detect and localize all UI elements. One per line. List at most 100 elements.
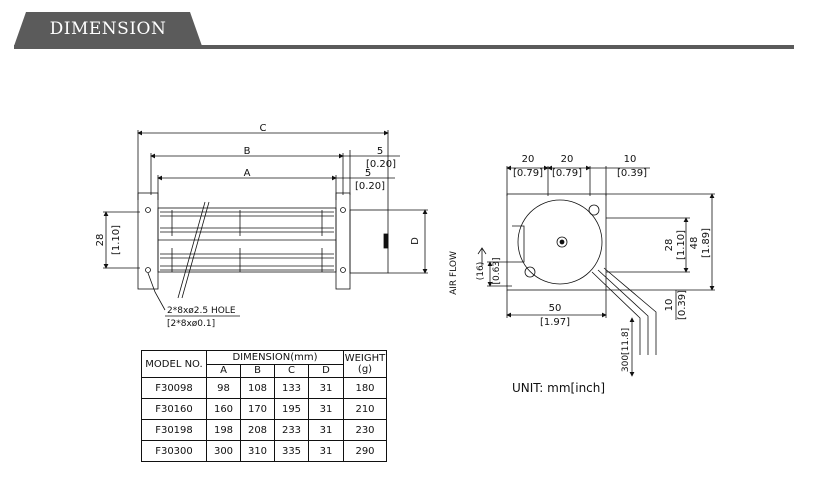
label-039-top: [0.39] bbox=[617, 168, 647, 179]
label-b: B bbox=[244, 146, 251, 157]
cell-b: 208 bbox=[240, 419, 275, 441]
label-079-mid: [0.79] bbox=[552, 168, 582, 179]
cell-model: F30160 bbox=[141, 398, 207, 420]
label-c: C bbox=[260, 123, 267, 134]
cell-a: 98 bbox=[206, 377, 241, 399]
motor-boss bbox=[512, 225, 525, 263]
cell-weight: 180 bbox=[343, 377, 387, 399]
cell-c: 335 bbox=[274, 440, 309, 462]
cell-c: 133 bbox=[274, 377, 309, 399]
cell-b: 170 bbox=[240, 398, 275, 420]
table-row: F30300 300 310 335 31 290 bbox=[141, 440, 387, 462]
mount-hole bbox=[145, 207, 151, 213]
mount-hole bbox=[145, 267, 151, 273]
table-subheader-b: B bbox=[240, 363, 275, 378]
table-header-weight: WEIGHT(g) bbox=[343, 350, 387, 378]
motor-cap bbox=[383, 233, 389, 249]
section-header-underline bbox=[14, 45, 794, 49]
motor-body bbox=[349, 209, 389, 274]
table-header-row: MODEL NO. DIMENSION(mm) WEIGHT(g) bbox=[141, 350, 387, 378]
label-28-end: 28 bbox=[664, 239, 675, 252]
label-079-left: [0.79] bbox=[513, 168, 543, 179]
label-hole-inch: [2*8xø0.1] bbox=[167, 319, 215, 329]
cell-model: F30198 bbox=[141, 419, 207, 441]
cell-b: 310 bbox=[240, 440, 275, 462]
cell-d: 31 bbox=[308, 440, 344, 462]
label-a: A bbox=[244, 168, 251, 179]
section-title: DIMENSION bbox=[49, 19, 167, 39]
end-screw-hole bbox=[588, 204, 600, 216]
table-subheader-d: D bbox=[308, 363, 344, 378]
label-110-end: [1.10] bbox=[676, 230, 687, 260]
cell-d: 31 bbox=[308, 419, 344, 441]
cell-model: F30098 bbox=[141, 377, 207, 399]
label-020-bottom: [0.20] bbox=[355, 181, 385, 192]
impeller-circle bbox=[517, 199, 603, 285]
label-hole: 2*8xø2.5 HOLE bbox=[167, 306, 236, 316]
section-mark bbox=[181, 201, 210, 299]
cell-b: 108 bbox=[240, 377, 275, 399]
label-10-top: 10 bbox=[624, 154, 637, 165]
cell-c: 195 bbox=[274, 398, 309, 420]
hole-leader bbox=[147, 272, 166, 311]
label-28: 28 bbox=[95, 234, 106, 247]
mount-hole bbox=[340, 267, 346, 273]
table-subheader-c: C bbox=[274, 363, 309, 378]
table-header-model: MODEL NO. bbox=[141, 350, 207, 378]
label-039-right: [0.39] bbox=[677, 290, 688, 320]
label-197: [1.97] bbox=[540, 317, 570, 328]
cell-a: 300 bbox=[206, 440, 241, 462]
table-row: F30160 160 170 195 31 210 bbox=[141, 398, 387, 420]
shaft-center bbox=[559, 239, 565, 245]
label-020-top: [0.20] bbox=[366, 159, 396, 170]
lead-wire bbox=[591, 271, 641, 355]
weight-header-unit: (g) bbox=[357, 364, 373, 375]
cell-c: 233 bbox=[274, 419, 309, 441]
label-d: D bbox=[410, 237, 421, 245]
label-110: [1.10] bbox=[111, 225, 122, 255]
label-48: 48 bbox=[689, 237, 700, 250]
label-20-left: 20 bbox=[522, 154, 535, 165]
table-subheader-a: A bbox=[206, 363, 241, 378]
cell-d: 31 bbox=[308, 398, 344, 420]
section-mark bbox=[177, 201, 206, 299]
dimension-table: MODEL NO. DIMENSION(mm) WEIGHT(g) A B C … bbox=[141, 350, 387, 462]
label-lead-300: 300[11.8] bbox=[621, 328, 631, 372]
end-bracket bbox=[506, 193, 607, 291]
unit-label: UNIT: mm[inch] bbox=[512, 381, 606, 395]
cell-weight: 230 bbox=[343, 419, 387, 441]
end-view-labels: 20 [0.79] 20 [0.79] 10 [0.39] 28 [1.10] … bbox=[449, 154, 712, 372]
table-row: F30098 98 108 133 31 180 bbox=[141, 377, 387, 399]
cell-a: 160 bbox=[206, 398, 241, 420]
cell-weight: 210 bbox=[343, 398, 387, 420]
label-063: [0.63] bbox=[492, 257, 502, 284]
table-header-dimension: DIMENSION(mm) bbox=[206, 350, 344, 365]
label-5-bottom: 5 bbox=[365, 168, 371, 179]
cell-d: 31 bbox=[308, 377, 344, 399]
side-view-labels: C B A 5 [0.20] 5 [0.20] 28 [1.10] D 2*8x… bbox=[95, 123, 421, 329]
label-20-mid: 20 bbox=[561, 154, 574, 165]
section-header-tab bbox=[14, 12, 202, 46]
lead-wire bbox=[597, 269, 649, 355]
shaft-circle bbox=[556, 236, 568, 248]
cell-a: 198 bbox=[206, 419, 241, 441]
side-view bbox=[103, 130, 428, 317]
label-16: (16) bbox=[476, 262, 486, 280]
label-air-flow: AIR FLOW bbox=[449, 251, 459, 295]
mount-hole bbox=[340, 207, 346, 213]
label-189: [1.89] bbox=[701, 228, 712, 258]
end-view bbox=[477, 165, 715, 377]
lead-wire bbox=[603, 267, 657, 355]
weight-header-label: WEIGHT bbox=[344, 353, 386, 364]
table-subheader-row: A B C D bbox=[142, 363, 387, 378]
end-screw-hole bbox=[524, 266, 536, 278]
label-10-right: 10 bbox=[664, 299, 675, 312]
air-flow-arrow-icon bbox=[477, 247, 487, 266]
label-5-top: 5 bbox=[377, 146, 383, 157]
cell-model: F30300 bbox=[141, 440, 207, 462]
table-row: F30198 198 208 233 31 230 bbox=[141, 419, 387, 441]
label-50: 50 bbox=[549, 303, 562, 314]
section-header: DIMENSION bbox=[14, 12, 794, 50]
cell-weight: 290 bbox=[343, 440, 387, 462]
